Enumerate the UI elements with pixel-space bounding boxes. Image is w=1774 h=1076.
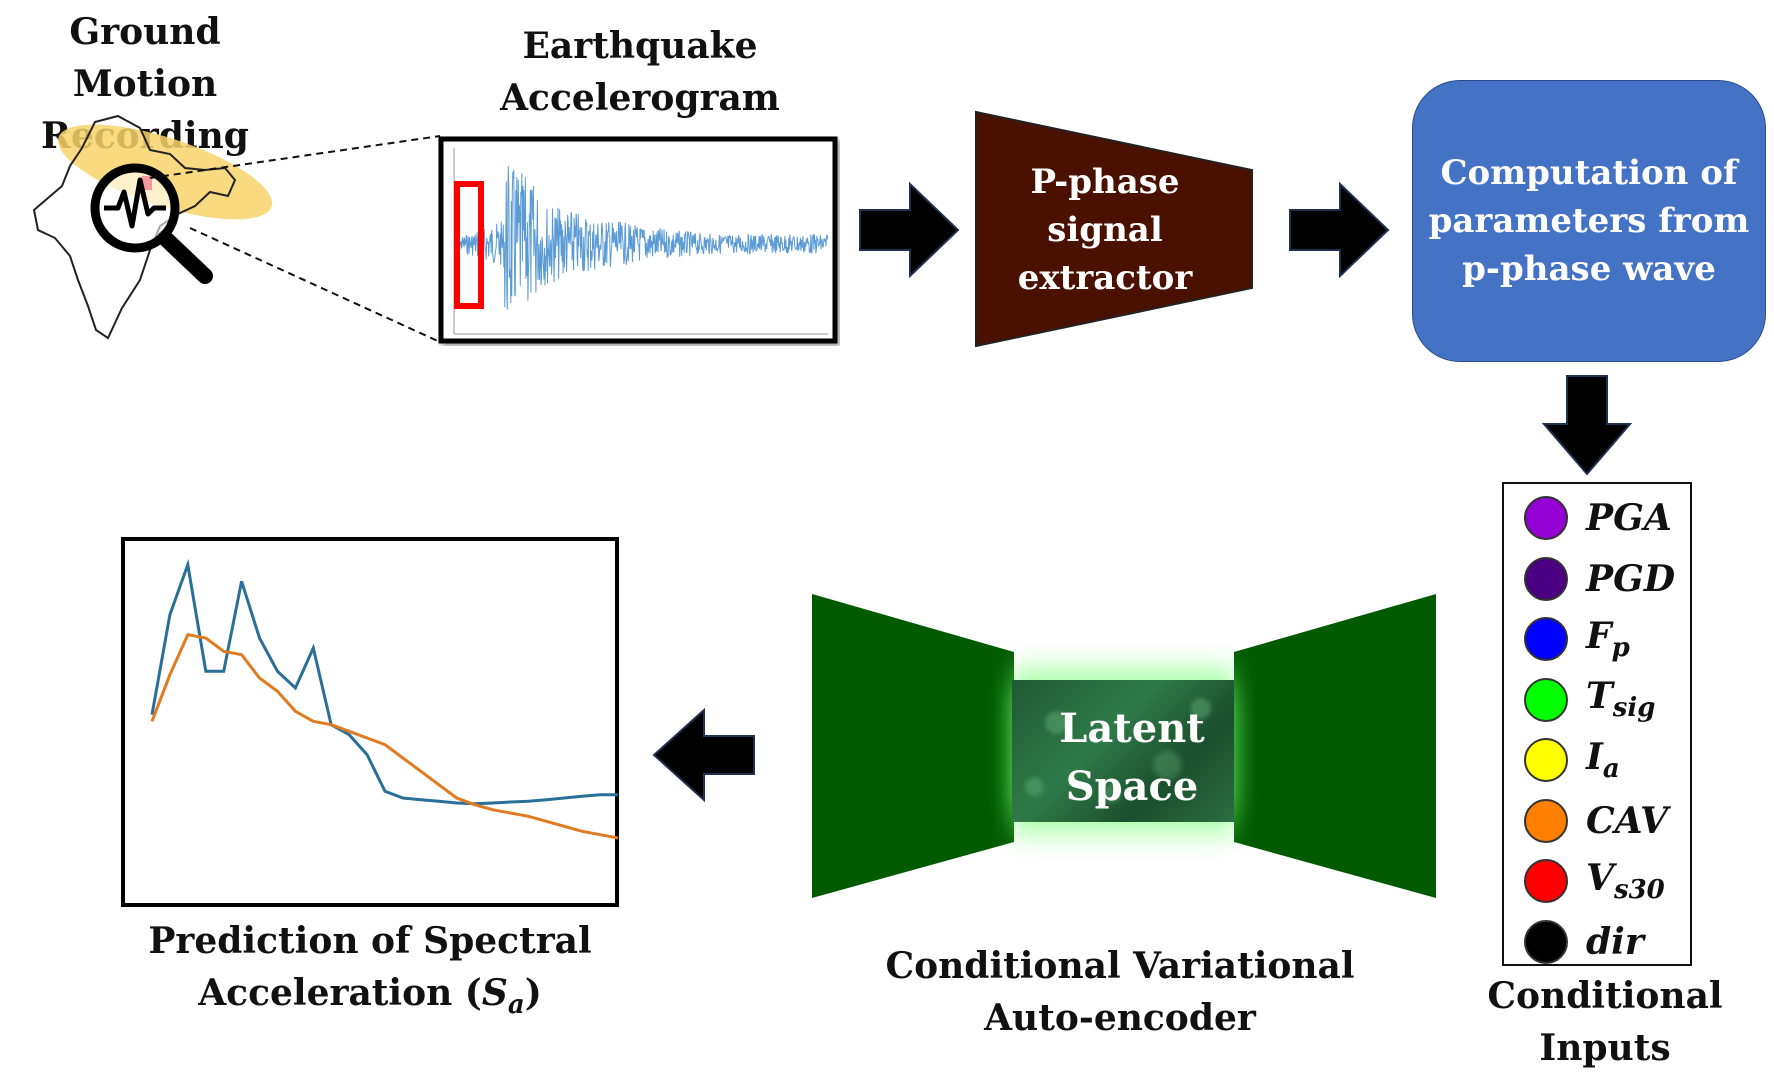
prediction-title-close: ) [524,972,542,1014]
conditional-input-3: Tsig [1524,674,1656,726]
arrow-left-icon [652,708,755,802]
prediction-title-text: Prediction of Spectral Acceleration ( [148,920,592,1014]
input-color-dot [1524,919,1568,964]
input-symbol: dir [1586,920,1644,963]
input-symbol: F [1586,614,1612,657]
input-symbol: CAV [1586,799,1668,842]
zoom-line-top [149,135,441,179]
series-line-0 [150,558,618,806]
latent-space-label: Latent Space [1059,705,1205,810]
input-color-dot [1524,798,1568,843]
conditional-input-4: Ia [1524,734,1620,786]
input-color-dot [1524,556,1568,601]
input-label: PGD [1586,558,1675,600]
p-phase-extractor-label: P-phase signal extractor [1017,162,1193,298]
input-symbol: V [1586,856,1614,899]
input-color-dot [1524,859,1568,903]
conditional-input-7: dir [1524,916,1644,968]
prediction-subscript: a [507,990,525,1021]
series-line-1 [150,633,619,840]
input-label: dir [1586,921,1644,963]
input-symbol: T [1586,675,1613,718]
arrow-down-icon [1542,375,1632,476]
p-phase-highlight [454,181,484,309]
input-color-dot [1524,677,1568,722]
input-color-dot [1524,738,1568,782]
input-label: Fp [1586,615,1630,663]
input-symbol: PGA [1586,497,1672,539]
input-color-dot [1524,617,1568,661]
parameter-computation-label: Computation of parameters from p-phase w… [1428,153,1750,289]
arrow-right-icon [1289,182,1390,278]
input-label: CAV [1586,800,1668,842]
encoder-shape [812,594,1014,898]
spectral-acceleration-chart [121,537,619,907]
latent-space-box [1012,680,1234,822]
input-subscript: a [1602,754,1620,785]
conditional-input-5: CAV [1524,795,1668,847]
input-label: Ia [1586,736,1620,784]
input-label: PGA [1586,497,1672,539]
conditional-inputs-title: Conditional Inputs [1487,975,1723,1069]
ground-motion-illustration [32,114,441,343]
zoom-line-bottom [189,227,441,343]
prediction-symbol: S [481,972,508,1014]
accelerogram-title: Earthquake Accelerogram [500,25,780,119]
input-subscript: sig [1612,693,1656,724]
waveform-trace [455,166,829,310]
decoder-shape [1234,594,1436,898]
cvae-shape [812,594,1436,898]
accelerogram-plot [438,136,838,344]
input-label: Vs30 [1586,857,1665,905]
p-phase-extractor-shape [975,110,1253,348]
prediction-title: Prediction of Spectral Acceleration (Sa) [110,915,630,1031]
conditional-input-2: Fp [1524,613,1630,665]
conditional-input-1: PGD [1524,553,1675,605]
conditional-input-6: Vs30 [1524,855,1665,907]
arrow-right-icon [859,182,960,278]
parameter-computation-box: Computation of parameters from p-phase w… [1412,80,1766,362]
input-subscript: p [1611,633,1630,664]
cvae-title: Conditional Variational Auto-encoder [885,945,1355,1039]
input-color-dot [1524,496,1568,540]
input-subscript: s30 [1613,875,1665,906]
magnifier-seismograph-icon [90,163,213,284]
input-label: Tsig [1586,675,1656,723]
conditional-input-0: PGA [1524,492,1672,544]
input-symbol: PGD [1586,557,1676,600]
input-symbol: I [1586,735,1603,778]
